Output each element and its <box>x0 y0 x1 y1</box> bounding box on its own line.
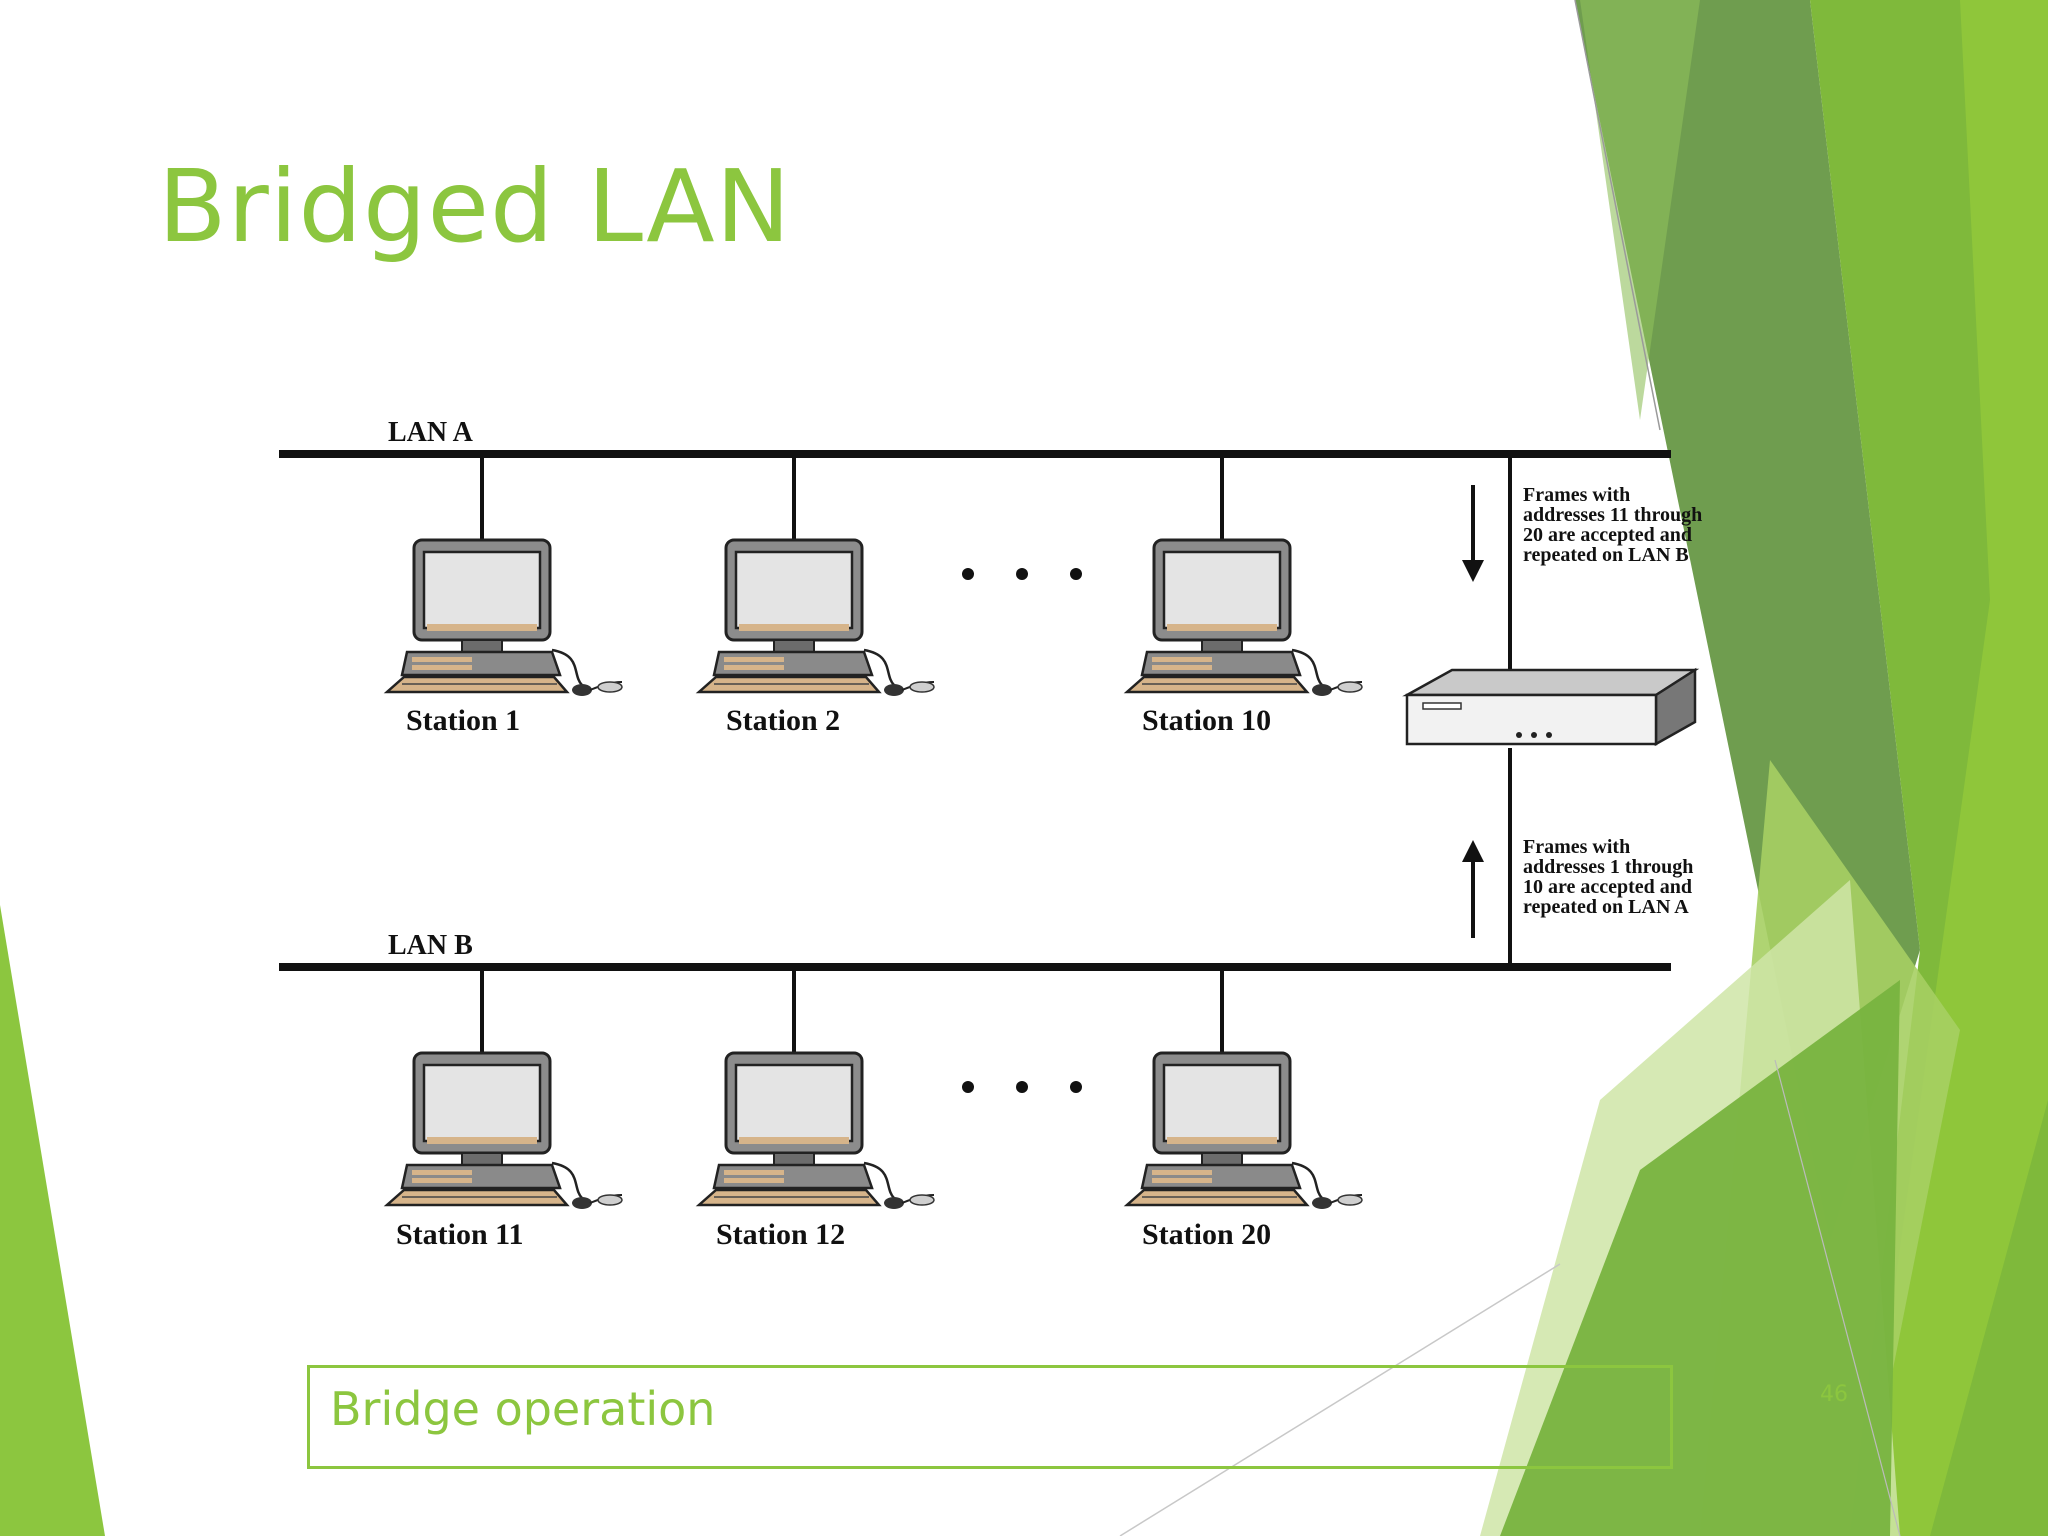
station-computer <box>697 1051 936 1211</box>
decor-facet-bright <box>1860 0 2048 1536</box>
station-computer <box>697 538 936 698</box>
ellipsis-dot <box>962 1081 974 1093</box>
ellipsis-dot <box>962 568 974 580</box>
station-label: Station 20 <box>1142 1218 1271 1251</box>
ellipsis-dot <box>1070 568 1082 580</box>
note-line: repeated on LAN A <box>1523 896 1689 918</box>
station-label: Station 12 <box>716 1218 845 1251</box>
ellipsis-dot <box>1016 1081 1028 1093</box>
decor-left-shard <box>0 905 105 1536</box>
page-number: 46 <box>1820 1382 1848 1407</box>
station-label: Station 1 <box>406 704 520 737</box>
bridge-note-up: Frames with addresses 1 through 10 are a… <box>1523 836 1698 918</box>
slide-caption: Bridge operation <box>330 1382 716 1436</box>
note-line: addresses 1 through <box>1523 856 1693 878</box>
station-computer <box>385 538 624 698</box>
decor-line <box>1774 1059 1901 1536</box>
arrow-up-icon <box>1462 840 1484 938</box>
decor-line <box>1574 0 1661 431</box>
station-computer <box>385 1051 624 1211</box>
station-label: Station 2 <box>726 704 840 737</box>
station-label: Station 11 <box>396 1218 524 1251</box>
decor-facet-mid2 <box>1580 0 1700 420</box>
station-label: Station 10 <box>1142 704 1271 737</box>
note-line: 20 are accepted and <box>1523 524 1692 546</box>
note-line: addresses 11 through <box>1523 504 1702 526</box>
caption-box: Bridge operation 46 <box>307 1365 1848 1469</box>
ellipsis-dot <box>1070 1081 1082 1093</box>
note-line: 10 are accepted and <box>1523 876 1692 898</box>
slide-title: Bridged LAN <box>158 148 792 265</box>
station-computer <box>1125 1051 1364 1211</box>
lan-a-label: LAN A <box>388 417 474 448</box>
station-computer <box>1125 538 1364 698</box>
decor-facet-lower <box>1500 980 1900 1536</box>
bridge-note-down: Frames with addresses 11 through 20 are … <box>1523 484 1707 566</box>
arrow-down-icon <box>1462 485 1484 582</box>
note-line: Frames with <box>1523 484 1630 506</box>
decor-line <box>1119 1263 1561 1536</box>
bridge-device <box>1402 667 1700 747</box>
lan-b-label: LAN B <box>388 930 473 961</box>
note-line: Frames with <box>1523 836 1630 858</box>
ellipsis-dot <box>1016 568 1028 580</box>
note-line: repeated on LAN B <box>1523 544 1689 566</box>
